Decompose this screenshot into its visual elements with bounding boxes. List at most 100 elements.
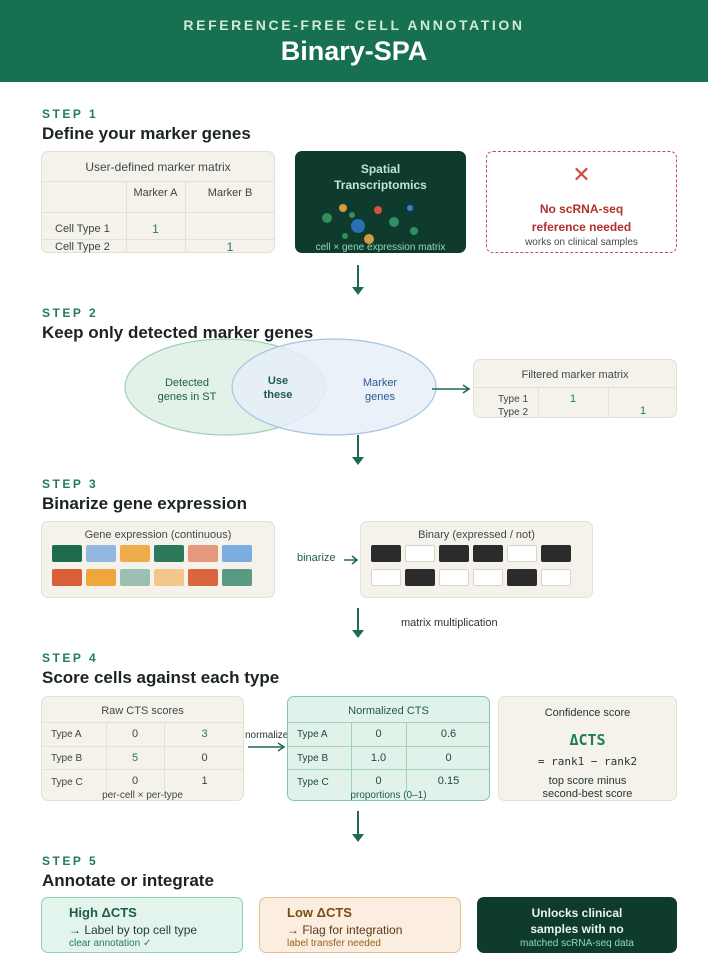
venn-diagram <box>124 338 437 436</box>
marker-matrix-card: User-defined marker matrix Marker A Mark… <box>41 151 275 254</box>
filtered-value: 1 <box>639 405 647 417</box>
norm-value: 0 <box>445 752 452 764</box>
row-type-2: Type 2 <box>498 407 529 418</box>
matrix-multiplication-label: matrix multiplication <box>401 617 498 629</box>
noref-sub: works on clinical samples <box>525 237 638 248</box>
raw-value: 5 <box>131 752 139 764</box>
binary-cell <box>405 569 435 586</box>
step2-title: Keep only detected marker genes <box>42 323 314 342</box>
no-reference-card: ✕ No scRNA-seq reference needed works on… <box>486 151 677 253</box>
unlock-card: Unlocks clinical samples with no matched… <box>477 897 677 953</box>
high-sub: clear annotation ✓ <box>69 938 152 949</box>
expression-swatch <box>188 545 218 562</box>
low-title: Low ΔCTS <box>287 905 352 920</box>
norm-value: 0 <box>375 728 382 740</box>
step5-title: Annotate or integrate <box>42 871 214 890</box>
delta-cts-symbol: ΔCTS <box>569 731 606 749</box>
norm-row-name: Type C <box>297 777 329 788</box>
filtered-matrix-card: Filtered marker matrix Type 1 1 Type 2 1 <box>473 359 677 418</box>
low-sub: label transfer needed <box>287 938 381 949</box>
header-kicker: REFERENCE-FREE CELL ANNOTATION <box>183 17 525 33</box>
raw-row-name: Type B <box>51 753 83 764</box>
normalized-cts-card: Normalized CTS Type A 0 0.6 Type B 1.0 0… <box>287 696 490 801</box>
expression-swatch <box>86 569 116 586</box>
venn-left-label: Detected genes in ST <box>148 376 226 404</box>
close-icon: ✕ <box>572 162 591 187</box>
arrow-right-icon <box>432 384 471 394</box>
row-cell-type-1: Cell Type 1 <box>55 223 110 235</box>
binary-cell <box>473 545 503 562</box>
arrow-down-icon <box>352 811 364 842</box>
raw-cts-card: Raw CTS scores Type A 0 3 Type B 5 0 Typ… <box>41 696 244 801</box>
low-line: → Flag for integration <box>287 923 403 937</box>
step3-title: Binarize gene expression <box>42 494 248 513</box>
binary-cell <box>473 569 503 586</box>
unlock-line1: Unlocks clinical <box>531 906 623 920</box>
normalize-label: normalize <box>245 730 289 741</box>
arrow-right-icon <box>248 742 286 752</box>
raw-value: 0 <box>131 728 139 740</box>
st-footer: cell × gene expression matrix <box>315 242 446 253</box>
matrix-value: 1 <box>152 222 159 236</box>
filtered-caption: Filtered marker matrix <box>521 369 629 381</box>
binary-caption: Binary (expressed / not) <box>418 529 535 541</box>
expression-swatch <box>188 569 218 586</box>
venn-mid-line2: these <box>263 389 293 401</box>
binary-cell <box>439 545 469 562</box>
st-spots-illustration <box>322 204 418 244</box>
unlock-line2: samples with no <box>530 922 624 936</box>
raw-footer: per-cell × per-type <box>102 790 183 801</box>
st-title-line1: Spatial <box>360 162 401 176</box>
norm-caption: Normalized CTS <box>348 705 429 717</box>
marker-matrix-caption: User-defined marker matrix <box>85 160 231 174</box>
step4-title: Score cells against each type <box>42 668 280 687</box>
page-title: Binary-SPA <box>280 36 428 66</box>
noref-line1: No scRNA-seq <box>539 202 624 216</box>
col-marker-a: Marker A <box>133 187 178 199</box>
step2-label: STEP 2 <box>42 306 99 320</box>
binary-cell <box>371 569 401 586</box>
spatial-transcriptomics-card: Spatial Transcriptomics cell × gene expr… <box>295 151 466 253</box>
continuous-expression-card: Gene expression (continuous) <box>41 521 275 598</box>
unlock-sub: matched scRNA-seq data <box>520 938 634 949</box>
expression-swatch <box>154 569 184 586</box>
step1-title: Define your marker genes <box>42 124 251 143</box>
step5-label: STEP 5 <box>42 854 99 868</box>
norm-footer: proportions (0–1) <box>350 790 427 801</box>
row-type-1: Type 1 <box>498 394 529 405</box>
matrix-value: 1 <box>226 240 234 254</box>
binary-cell <box>439 569 469 586</box>
col-marker-b: Marker B <box>207 187 253 199</box>
conf-formula: = rank1 − rank2 <box>537 755 638 768</box>
expression-swatch <box>52 545 82 562</box>
binarize-label: binarize <box>297 552 336 564</box>
low-delta-card: Low ΔCTS → Flag for integration label tr… <box>259 897 461 953</box>
st-title-line2: Transcriptomics <box>334 178 427 192</box>
raw-row-name: Type A <box>51 729 82 740</box>
conf-desc1: top score minus <box>548 775 627 787</box>
high-delta-card: High ΔCTS → Label by top cell type clear… <box>41 897 243 953</box>
continuous-caption: Gene expression (continuous) <box>84 529 232 541</box>
step1-label: STEP 1 <box>42 107 99 121</box>
expression-swatch <box>120 545 150 562</box>
expression-swatch <box>86 545 116 562</box>
raw-row-name: Type C <box>51 777 83 788</box>
conf-caption: Confidence score <box>544 707 631 719</box>
expression-swatch <box>154 545 184 562</box>
high-title: High ΔCTS <box>69 905 137 920</box>
binary-cell <box>507 569 537 586</box>
expression-swatch <box>222 569 252 586</box>
binary-cell <box>371 545 401 562</box>
conf-desc2: second-best score <box>542 788 633 800</box>
venn-right-label: Marker genes <box>350 376 410 404</box>
norm-value: 0.15 <box>437 775 460 787</box>
binary-cell <box>507 545 537 562</box>
venn-left-line1: Detected <box>164 377 210 389</box>
binary-cell <box>405 545 435 562</box>
norm-value: 0 <box>375 775 382 787</box>
binary-cell <box>541 569 571 586</box>
venn-right-line2: genes <box>365 391 395 403</box>
row-cell-type-2: Cell Type 2 <box>55 241 110 253</box>
venn-mid-line1: Use <box>267 375 289 387</box>
expression-swatch <box>222 545 252 562</box>
